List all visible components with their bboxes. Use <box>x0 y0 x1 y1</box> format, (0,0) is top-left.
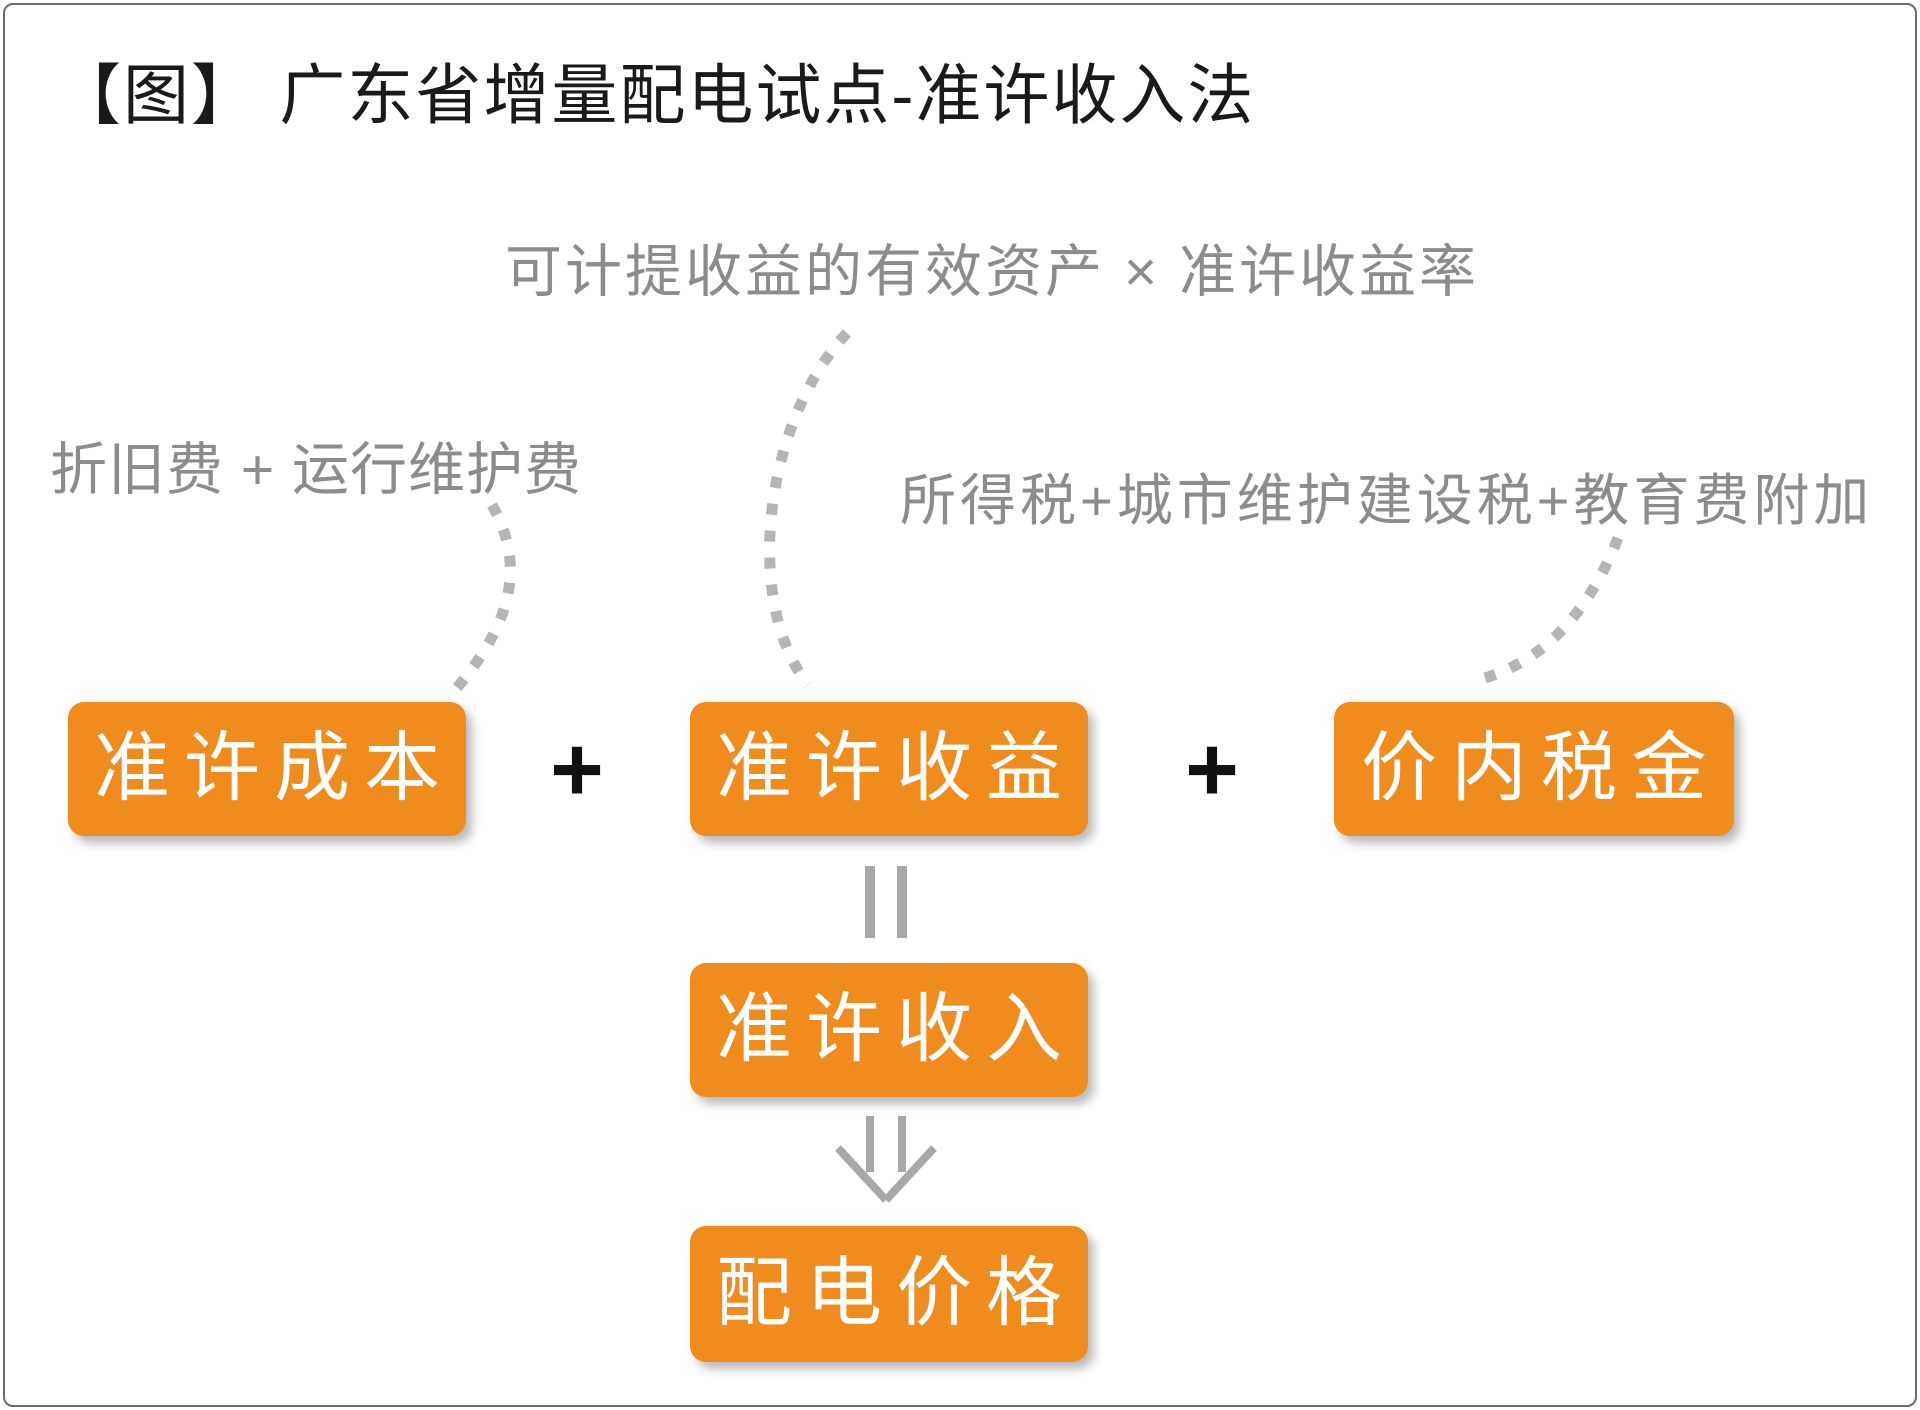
equals-connector-icon <box>865 866 907 938</box>
plus-operator-2: + <box>1185 718 1239 821</box>
annotation-tax-formula: 所得税+城市维护建设税+教育费附加 <box>900 469 1874 532</box>
box-distribution-price: 配电价格 <box>690 1226 1088 1362</box>
dotted-connector-tax <box>1476 535 1624 686</box>
box-approved-revenue: 准许收入 <box>690 963 1088 1097</box>
box-in-price-tax: 价内税金 <box>1334 702 1734 836</box>
dotted-connector-cost <box>450 502 516 694</box>
box-approved-return: 准许收益 <box>690 702 1088 836</box>
annotation-return-formula: 可计提收益的有效资产 × 准许收益率 <box>505 240 1479 304</box>
plus-operator-1: + <box>550 718 604 821</box>
box-approved-cost: 准许成本 <box>68 702 466 836</box>
page-title: 【图】 广东省增量配电试点-准许收入法 <box>55 58 1256 132</box>
double-down-arrow-icon <box>835 1116 937 1203</box>
annotation-cost-formula: 折旧费 + 运行维护费 <box>50 438 582 502</box>
dotted-connector-return <box>764 329 852 689</box>
